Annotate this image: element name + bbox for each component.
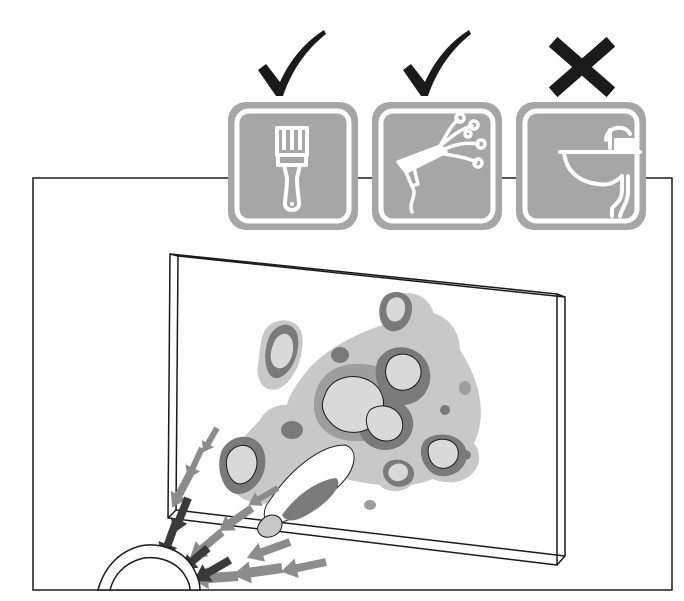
check-mark-icon [258, 30, 326, 96]
tile-sink [516, 102, 646, 230]
air-flow-arrows [170, 426, 327, 590]
tile-paintbrush [228, 102, 358, 230]
check-mark-icon [403, 30, 471, 96]
tile-air-duster [372, 102, 502, 230]
blower-nozzle [97, 544, 201, 591]
sink-faucet-icon [558, 125, 642, 218]
air-duster-icon [396, 112, 487, 214]
cross-mark-icon [548, 36, 616, 98]
cleared-area [257, 444, 355, 538]
housing-outline [32, 177, 673, 591]
dust-deposits [219, 292, 481, 510]
paintbrush-icon [275, 126, 309, 212]
